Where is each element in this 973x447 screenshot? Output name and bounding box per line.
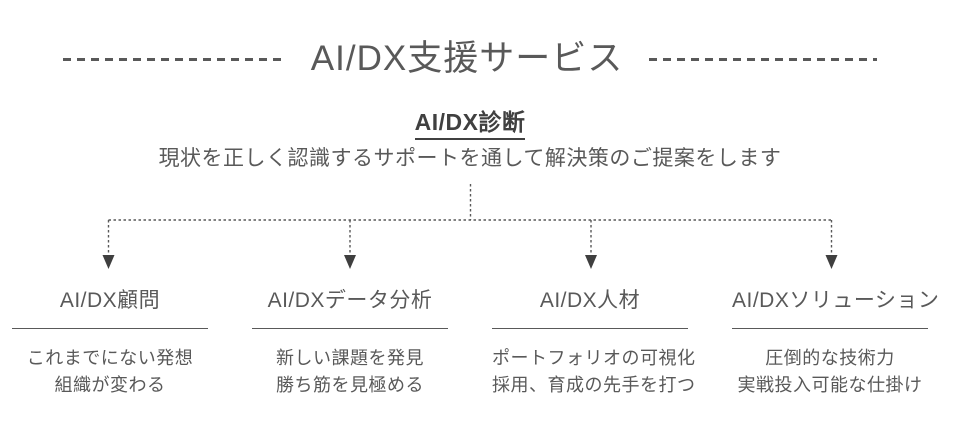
arrow-down-icon <box>585 255 597 269</box>
column-description-line2: 組織が変わる <box>54 375 166 395</box>
column-title: AI/DX顧問 <box>12 288 208 329</box>
arrow-down-icon <box>102 255 115 269</box>
column-description: これまでにない発想 組織が変わる <box>12 345 208 399</box>
service-column-data-analysis: AI/DXデータ分析 新しい課題を発見 勝ち筋を見極める <box>252 288 448 399</box>
service-column-advisor: AI/DX顧問 これまでにない発想 組織が変わる <box>12 288 208 399</box>
title-dash-right <box>649 57 878 61</box>
column-description: 圧倒的な技術力 実戦投入可能な仕掛け <box>732 345 928 399</box>
column-title: AI/DXソリューション <box>732 288 939 329</box>
flow-connector <box>102 184 838 269</box>
title-row: AI/DX支援サービス <box>12 38 928 80</box>
column-description-line2: 勝ち筋を見極める <box>276 375 424 395</box>
column-title: AI/DXデータ分析 <box>252 288 448 329</box>
diagnosis-subtitle-row: 現状を正しく認識するサポートを通して解決策のご提案をします <box>12 145 928 173</box>
column-description-line1: ポートフォリオの可視化 <box>492 348 696 368</box>
column-description-line1: 圧倒的な技術力 <box>765 348 895 368</box>
column-description-line2: 採用、育成の先手を打つ <box>492 375 696 395</box>
column-description-line1: 新しい課題を発見 <box>276 348 424 368</box>
column-description-line1: これまでにない発想 <box>26 348 194 368</box>
diagnosis-heading: AI/DX診断 <box>414 107 526 140</box>
arrow-down-icon <box>825 255 838 269</box>
slide-content: AI/DX支援サービス AI/DX診断 現状を正しく認識するサポートを通して解決… <box>12 0 939 447</box>
column-description: 新しい課題を発見 勝ち筋を見極める <box>252 345 448 399</box>
diagnosis-description: 現状を正しく認識するサポートを通して解決策のご提案をします <box>158 147 782 170</box>
service-column-talent: AI/DX人材 ポートフォリオの可視化 採用、育成の先手を打つ <box>492 288 696 399</box>
title-dash-left <box>62 57 285 61</box>
arrow-down-icon <box>344 255 356 269</box>
service-column-solution: AI/DXソリューション 圧倒的な技術力 実戦投入可能な仕掛け <box>732 288 939 399</box>
column-title: AI/DX人材 <box>492 288 688 329</box>
column-description-line2: 実戦投入可能な仕掛け <box>737 375 923 395</box>
diagnosis-heading-row: AI/DX診断 <box>12 107 928 140</box>
page-title: AI/DX支援サービス <box>310 39 624 78</box>
column-description: ポートフォリオの可視化 採用、育成の先手を打つ <box>492 345 696 399</box>
service-columns: AI/DX顧問 これまでにない発想 組織が変わる AI/DXデータ分析 新しい課… <box>12 288 939 399</box>
